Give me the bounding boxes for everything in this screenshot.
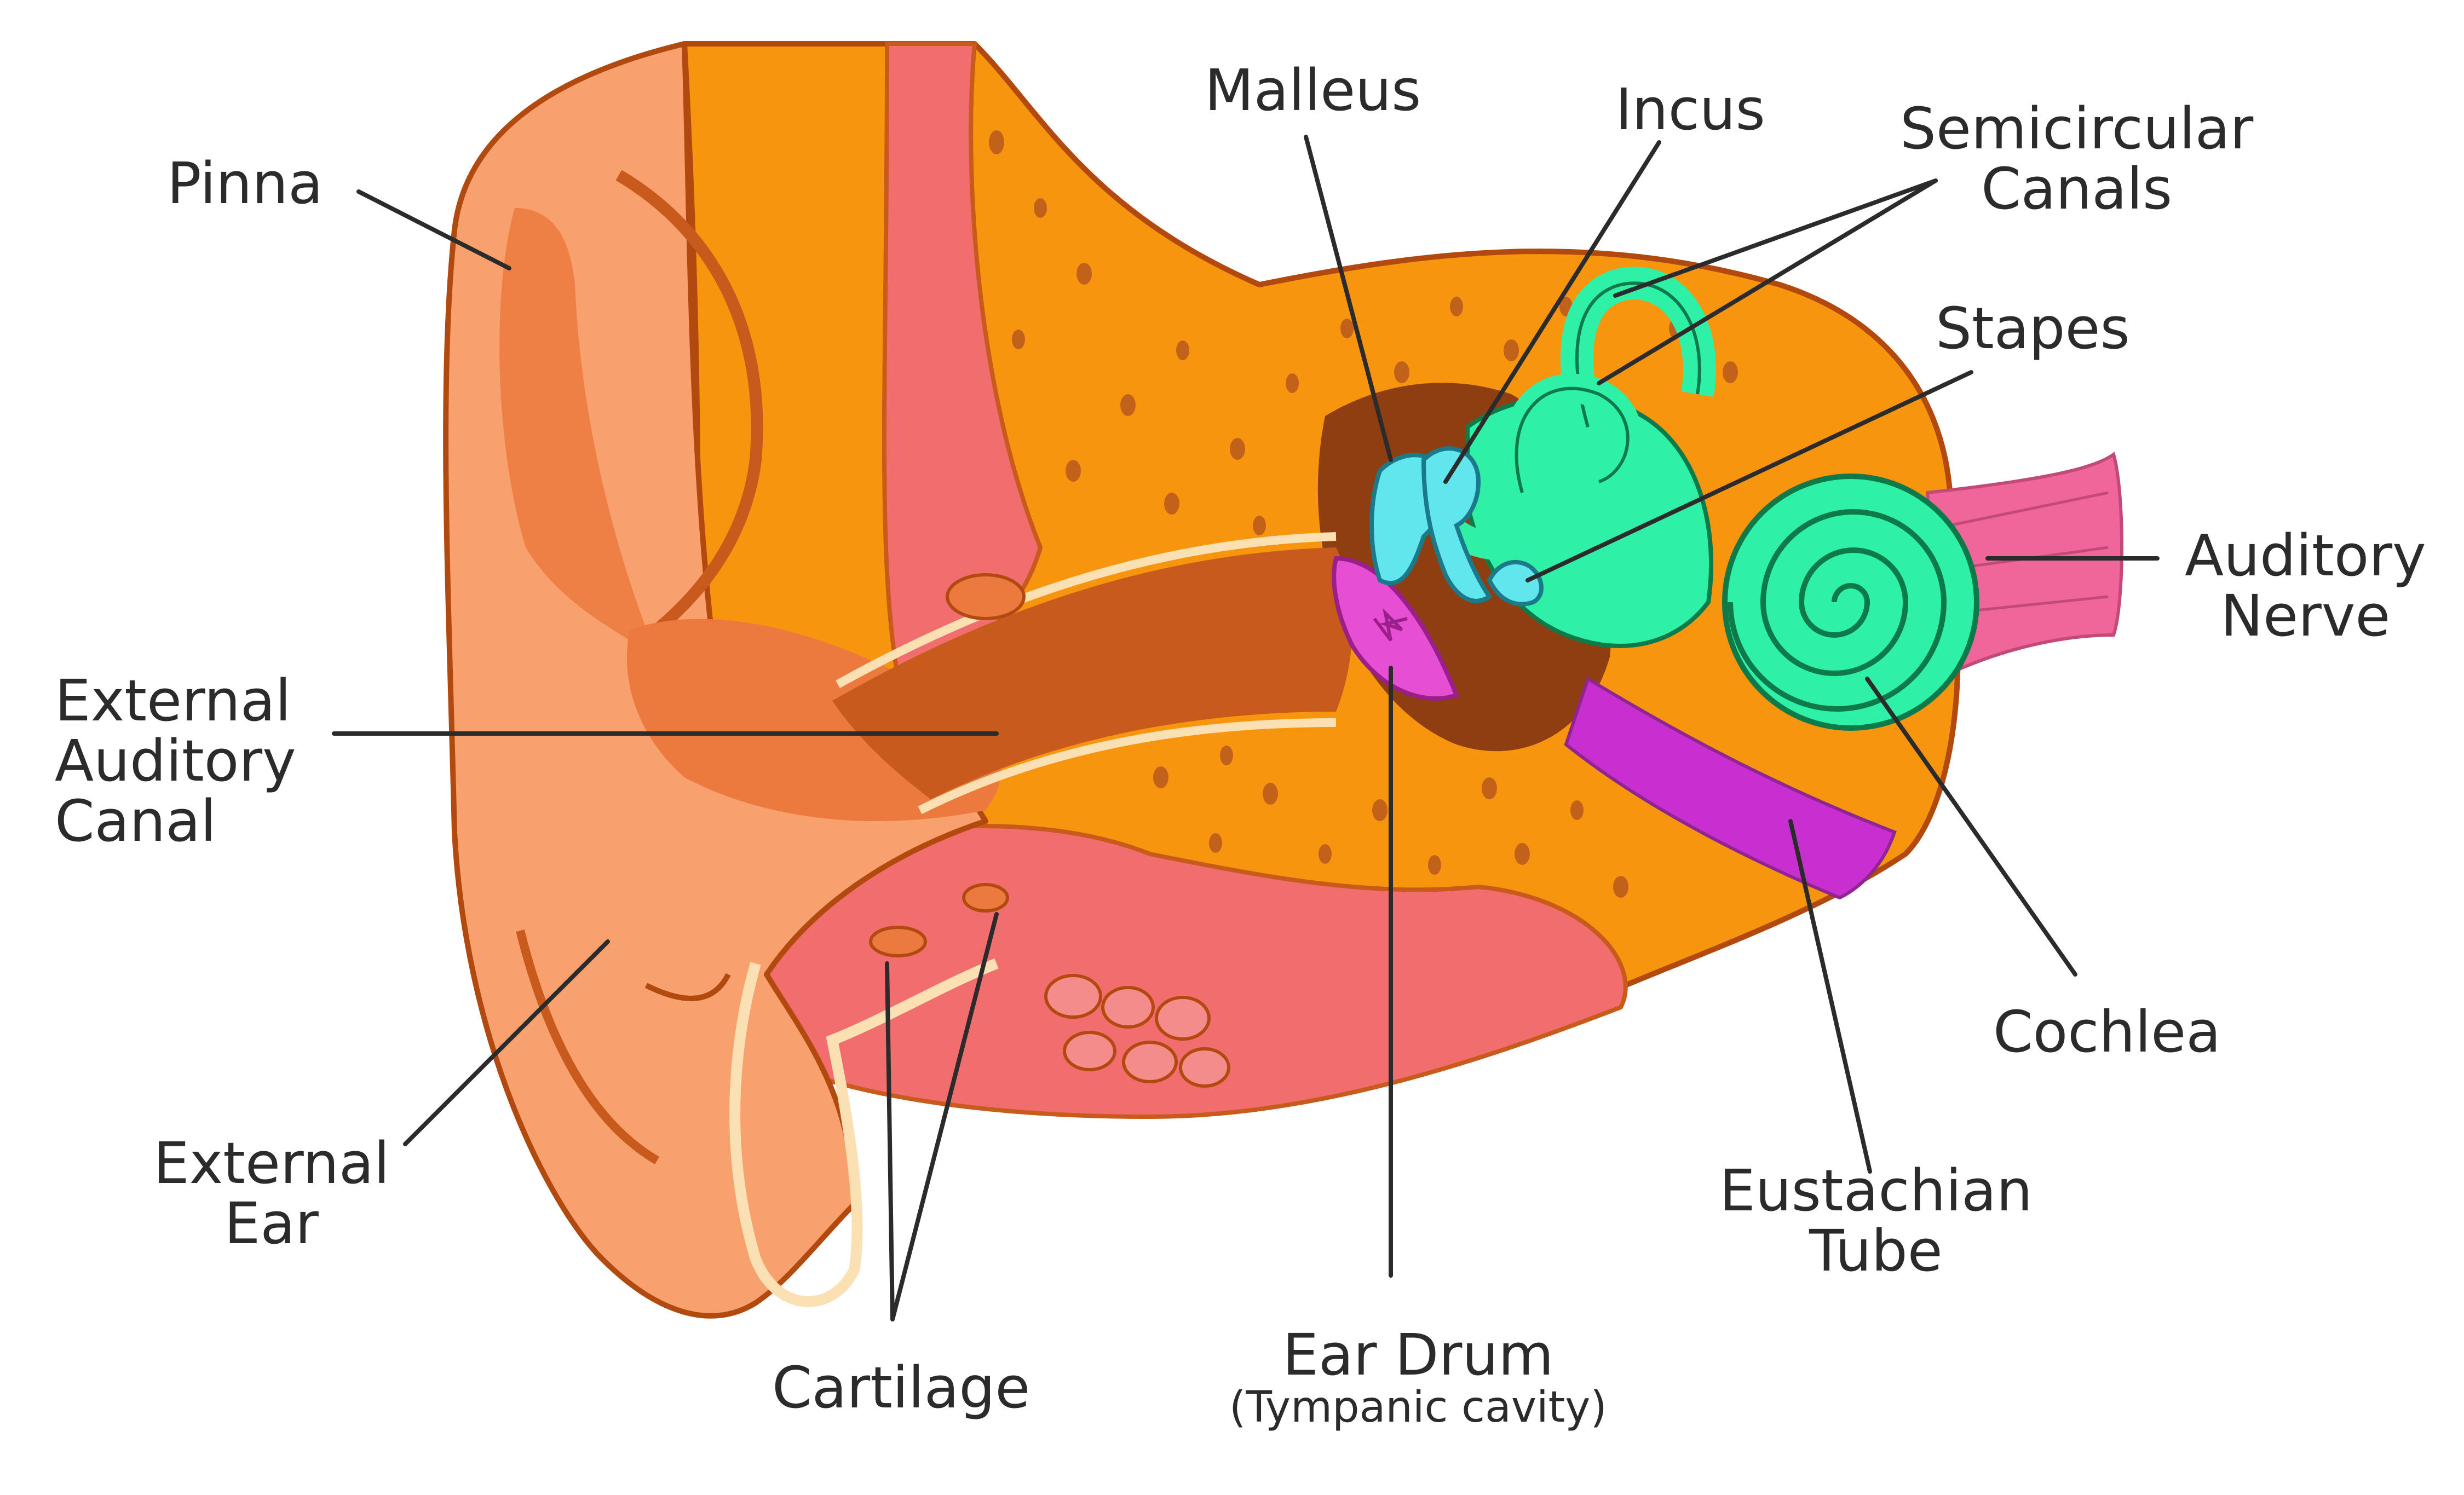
label-malleus: Malleus <box>1205 57 1421 124</box>
incus-shape <box>1421 446 1493 603</box>
label-external-ear-line1: External <box>153 1130 390 1197</box>
lobule-fold <box>516 930 660 1164</box>
label-eustachian-tube: Eustachian Tube <box>1719 1157 2033 1285</box>
leader-lines <box>332 135 2160 1321</box>
label-eustachian-line2: Tube <box>1809 1217 1943 1285</box>
label-stapes: Stapes <box>1936 295 2130 362</box>
label-pinna: Pinna <box>167 150 323 217</box>
helix-fold <box>499 208 657 657</box>
label-semicircular-line2: Canals <box>1981 155 2173 223</box>
leader-cochlea <box>1865 677 2077 977</box>
lower-tissue-cells <box>1044 974 1230 1088</box>
label-auditory-nerve-line1: Auditory <box>2185 522 2426 589</box>
label-external-ear: External Ear <box>153 1133 390 1254</box>
label-ear-drum: Ear Drum (Tympanic cavity) <box>1229 1325 1607 1430</box>
leader-cartilage-1 <box>885 961 895 1321</box>
label-ear-drum-line1: Ear Drum <box>1282 1321 1554 1388</box>
leader-pinna <box>356 189 511 270</box>
bone-texture <box>989 130 1738 898</box>
leader-stapes <box>1525 370 1973 582</box>
label-eustachian-line1: Eustachian <box>1719 1157 2033 1224</box>
leader-incus <box>1443 140 1661 484</box>
leader-semicircular-1 <box>1613 178 1938 298</box>
canal-lower-wall <box>918 718 1337 815</box>
semicircular-canal-2-outline <box>1515 386 1630 493</box>
cartilage-loop <box>729 958 999 1307</box>
leader-eustachian <box>1788 819 1872 1174</box>
label-tympanic-cavity: (Tympanic cavity) <box>1229 1383 1607 1433</box>
label-cochlea: Cochlea <box>1993 998 2221 1065</box>
stapes-shape <box>1487 560 1544 607</box>
label-external-canal-line2: Auditory <box>55 728 296 795</box>
leader-external-ear <box>403 939 610 1146</box>
external-canal <box>832 547 1352 799</box>
label-semicircular-line1: Semicircular <box>1900 95 2254 162</box>
label-external-ear-line2: Ear <box>224 1190 319 1257</box>
label-external-auditory-canal: External Auditory Canal <box>55 671 296 852</box>
label-incus: Incus <box>1615 76 1765 143</box>
label-auditory-nerve-line2: Nerve <box>2220 582 2391 650</box>
antihelix <box>615 170 763 634</box>
cartilage-nodule-2 <box>962 883 1009 913</box>
canal-nodule <box>946 573 1026 620</box>
label-external-canal-line1: External <box>55 667 291 734</box>
label-cartilage: Cartilage <box>772 1354 1030 1421</box>
cartilage-nodule-1 <box>869 926 927 957</box>
label-semicircular-canals: Semicircular Canals <box>1900 95 2254 223</box>
canal-upper-wall <box>836 532 1337 688</box>
antitragus-curve <box>644 973 731 1001</box>
leader-malleus <box>1304 135 1393 462</box>
ear-drum-center <box>1373 608 1408 642</box>
leader-cartilage-2 <box>890 912 999 1321</box>
label-auditory-nerve: Auditory Nerve <box>2185 522 2426 650</box>
semicircular-canal-1-outline <box>1575 281 1701 428</box>
leader-semicircular-2 <box>1597 178 1938 385</box>
cochlea-spiral <box>1728 509 1947 712</box>
eustachian-tube-shape <box>1564 676 1897 900</box>
label-external-canal-line3: Canal <box>55 788 216 855</box>
